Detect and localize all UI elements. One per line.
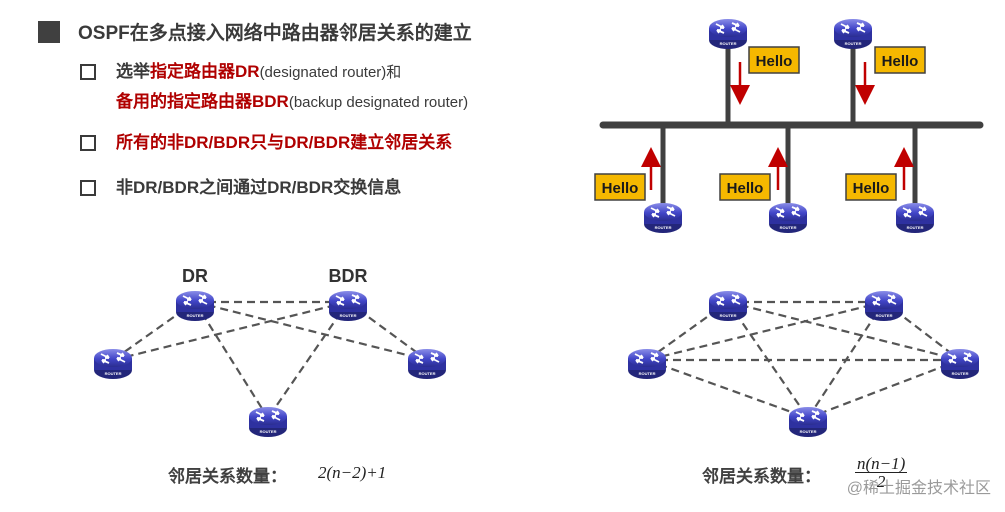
bdr-label: BDR [329, 266, 368, 286]
bullet3-text: 非DR/BDR之间通过DR/BDR交换信息 [116, 178, 402, 197]
hello-label: Hello [882, 53, 919, 70]
right-formula-numerator: n(n−1) [855, 454, 908, 473]
hello-box: Hello [874, 46, 926, 74]
dr-bdr-graph: DR BDR [93, 266, 447, 438]
left-caption: 邻居关系数量： [168, 467, 287, 486]
bullet1-text-a: 选举 [116, 62, 150, 81]
router-icon [788, 406, 828, 438]
dr-label: DR [182, 266, 208, 286]
right-caption: 邻居关系数量： [702, 467, 821, 486]
router-icon [248, 406, 288, 438]
checkbox-icon [80, 180, 96, 196]
bus-network: Hello Hello Hello Hello Hello [594, 18, 984, 234]
bullet1-text-d: 备用的指定路由器BDR [116, 92, 289, 111]
router-icon [864, 290, 904, 322]
hello-box: Hello [719, 173, 771, 201]
router-icon [627, 348, 667, 380]
checkbox-icon [80, 135, 96, 151]
title-text: OSPF在多点接入网络中路由器邻居关系的建立 [78, 23, 472, 44]
checkbox-icon [80, 64, 96, 80]
title-bullet-icon [38, 20, 60, 43]
slide-title: OSPF在多点接入网络中路由器邻居关系的建立 [38, 18, 472, 45]
router-icon [940, 348, 980, 380]
hello-label: Hello [727, 180, 764, 197]
router-icon [643, 202, 683, 234]
bullet2-text: 所有的非DR/BDR只与DR/BDR建立邻居关系 [116, 133, 453, 152]
right-formula-denominator: 2 [876, 472, 886, 491]
router-icon [708, 290, 748, 322]
bullet1-text-c: (designated router)和 [259, 64, 402, 81]
hello-label: Hello [853, 180, 890, 197]
router-icon [407, 348, 447, 380]
bullet-neighbor-rule: 所有的非DR/BDR只与DR/BDR建立邻居关系 [80, 133, 452, 157]
hello-box: Hello [594, 173, 646, 201]
hello-label: Hello [602, 180, 639, 197]
hello-box: Hello [748, 46, 800, 74]
left-formula: 2(n−2)+1 [318, 463, 387, 482]
router-icon [93, 348, 133, 380]
right-formula: n(n−1) 2 [855, 454, 908, 491]
router-icon [175, 290, 215, 322]
router-icon [328, 290, 368, 322]
bullet-elect-dr: 选举指定路由器DR(designated router)和 备用的指定路由器BD… [80, 62, 468, 117]
bullet1-text-e: (backup designated router) [288, 94, 469, 111]
hello-label: Hello [756, 53, 793, 70]
watermark: @稀土掘金技术社区 [846, 480, 991, 497]
router-icon [833, 18, 873, 50]
router-icon [895, 202, 935, 234]
bullet-exchange-info: 非DR/BDR之间通过DR/BDR交换信息 [80, 178, 401, 202]
router-icon [708, 18, 748, 50]
bullet1-text-b: 指定路由器DR [150, 62, 260, 81]
hello-box: Hello [845, 173, 897, 201]
router-icon [768, 202, 808, 234]
full-mesh-graph [627, 290, 980, 438]
